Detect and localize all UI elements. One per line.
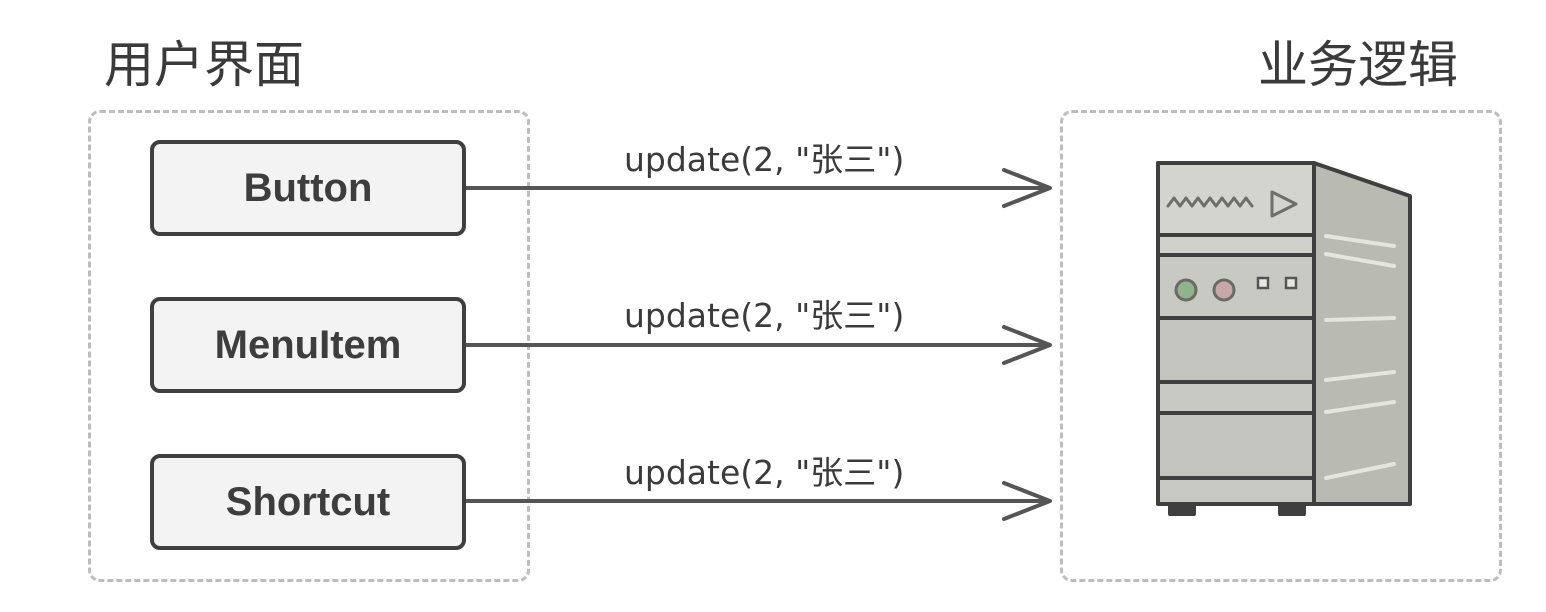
logic-group-boundary [1060,110,1502,582]
menuitem-element: MenuItem [150,297,466,393]
call-label: update(2, "张三") [624,296,905,335]
arrow-right-icon [466,325,1052,365]
arrow-right-icon [466,481,1052,521]
call-label: update(2, "张三") [624,453,905,492]
button-element: Button [150,140,466,236]
call-label: update(2, "张三") [624,140,905,179]
shortcut-element: Shortcut [150,454,466,550]
arrow-right-icon [466,168,1052,208]
logic-group-title: 业务逻辑 [1258,36,1458,94]
ui-group-title: 用户界面 [104,36,304,94]
